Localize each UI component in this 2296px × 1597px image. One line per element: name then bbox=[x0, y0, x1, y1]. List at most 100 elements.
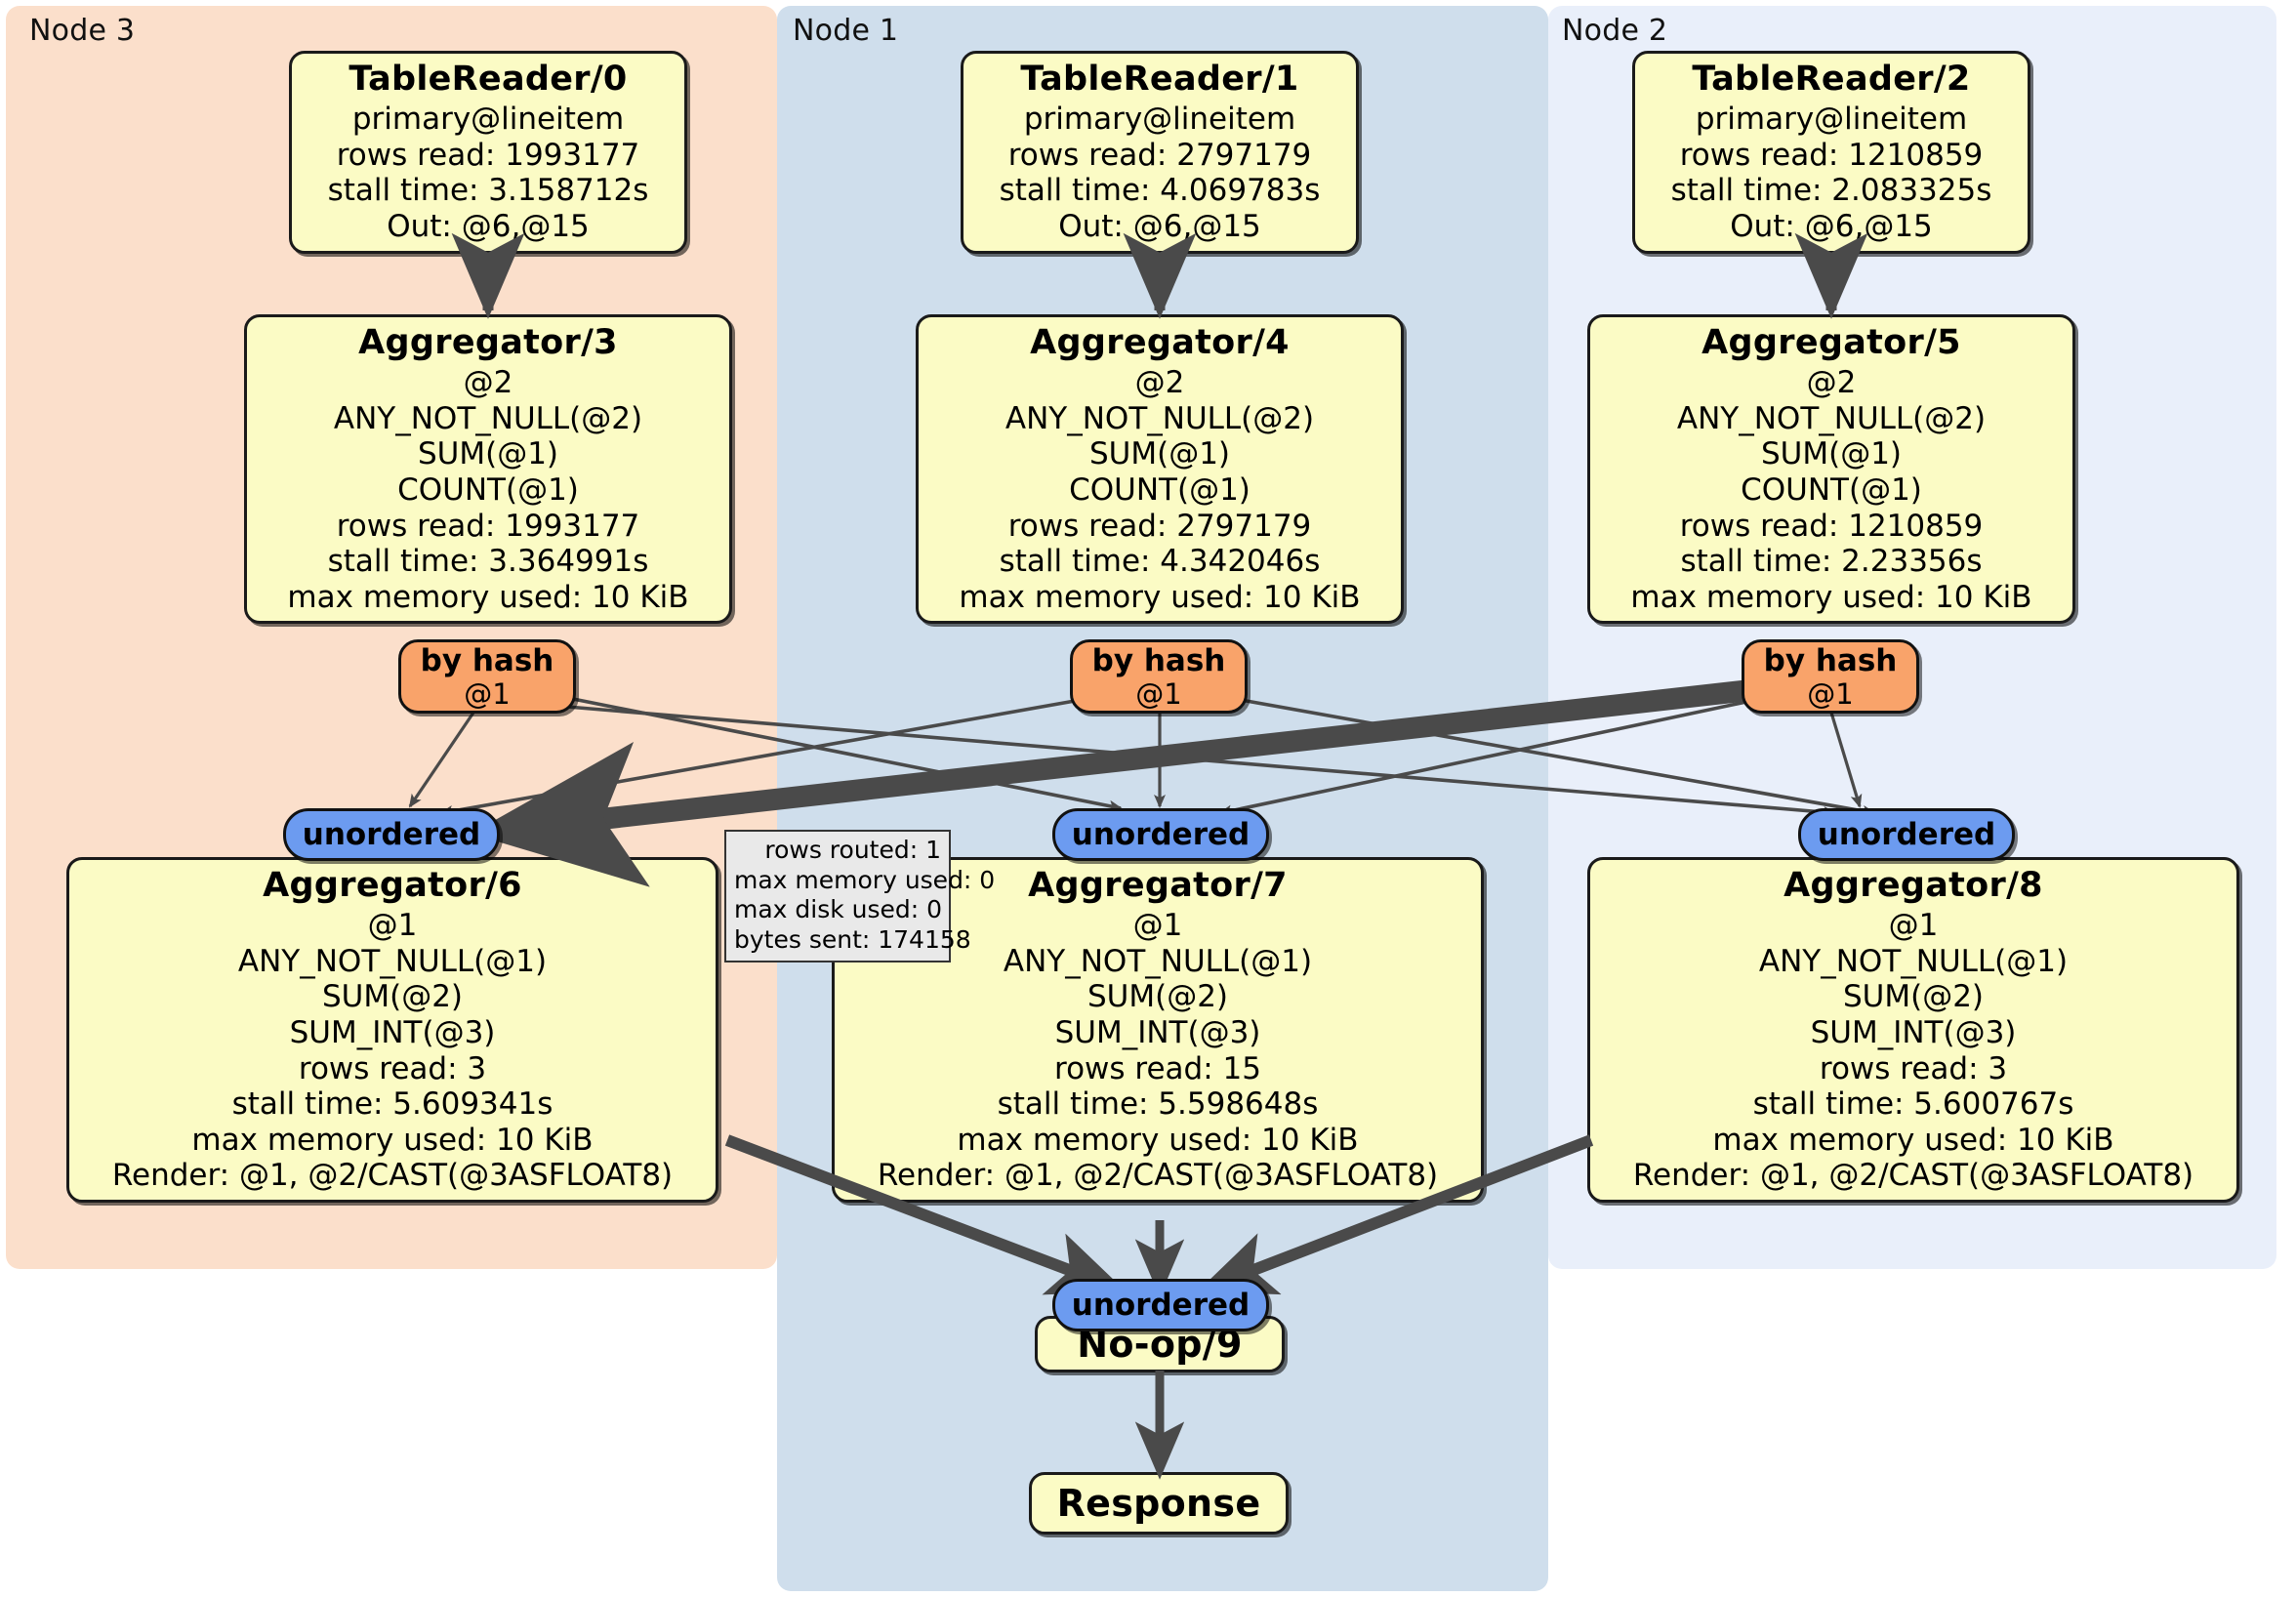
router-type: by hash bbox=[1091, 643, 1226, 678]
node-detail: max memory used: 10 KiB bbox=[191, 1122, 594, 1158]
node-tablereader-0[interactable]: TableReader/0 primary@lineitem rows read… bbox=[289, 51, 687, 254]
node-detail: rows read: 2797179 bbox=[1007, 508, 1312, 544]
node-title: Aggregator/4 bbox=[1030, 323, 1290, 362]
node-detail: Out: @6,@15 bbox=[1730, 209, 1933, 245]
node-title: TableReader/1 bbox=[1020, 60, 1299, 99]
node-detail: stall time: 4.069783s bbox=[999, 173, 1321, 209]
router-by-hash-2[interactable]: by hash @1 bbox=[1742, 639, 1919, 714]
node-detail: @1 bbox=[1132, 908, 1183, 944]
node-detail: COUNT(@1) bbox=[1069, 472, 1250, 509]
node-response[interactable]: Response bbox=[1029, 1472, 1289, 1535]
node-detail: COUNT(@1) bbox=[1741, 472, 1922, 509]
cluster-label-node-3: Node 3 bbox=[29, 14, 136, 48]
cluster-label-node-2: Node 2 bbox=[1562, 14, 1668, 48]
router-by-hash-1[interactable]: by hash @1 bbox=[1070, 639, 1248, 714]
node-detail: @1 bbox=[1888, 908, 1939, 944]
node-detail: COUNT(@1) bbox=[397, 472, 579, 509]
node-detail: primary@lineitem bbox=[1023, 102, 1296, 138]
router-stream: @1 bbox=[1135, 676, 1182, 711]
node-detail: SUM_INT(@3) bbox=[1810, 1015, 2017, 1051]
node-detail: SUM(@1) bbox=[1760, 436, 1903, 472]
node-detail: SUM(@2) bbox=[321, 979, 464, 1015]
node-detail: ANY_NOT_NULL(@1) bbox=[237, 943, 548, 979]
node-detail: ANY_NOT_NULL(@1) bbox=[1003, 943, 1313, 979]
node-title: Aggregator/7 bbox=[1028, 866, 1288, 905]
synchronizer-label: unordered bbox=[302, 817, 481, 852]
node-title: Aggregator/5 bbox=[1702, 323, 1961, 362]
node-detail: Render: @1, @2/CAST(@3ASFLOAT8) bbox=[877, 1158, 1439, 1194]
node-detail: rows read: 3 bbox=[298, 1050, 487, 1086]
synchronizer-unordered-node-2[interactable]: unordered bbox=[1798, 808, 2015, 861]
node-detail: Render: @1, @2/CAST(@3ASFLOAT8) bbox=[1632, 1158, 2194, 1194]
node-detail: stall time: 2.083325s bbox=[1670, 173, 1992, 209]
node-detail: SUM(@1) bbox=[417, 436, 559, 472]
node-detail: primary@lineitem bbox=[1695, 102, 1968, 138]
node-detail: SUM(@2) bbox=[1086, 979, 1229, 1015]
node-tablereader-2[interactable]: TableReader/2 primary@lineitem rows read… bbox=[1632, 51, 2030, 254]
node-detail: max memory used: 10 KiB bbox=[1712, 1122, 2114, 1158]
node-title: Aggregator/6 bbox=[263, 866, 522, 905]
node-detail: ANY_NOT_NULL(@1) bbox=[1758, 943, 2069, 979]
node-title: Aggregator/3 bbox=[358, 323, 618, 362]
node-detail: SUM(@1) bbox=[1088, 436, 1231, 472]
node-detail: rows read: 1993177 bbox=[336, 137, 640, 173]
node-detail: max memory used: 10 KiB bbox=[957, 1122, 1359, 1158]
node-detail: Render: @1, @2/CAST(@3ASFLOAT8) bbox=[111, 1158, 674, 1194]
stream-stats-box: rows routed: 1 max memory used: 0 max di… bbox=[724, 830, 996, 962]
node-detail: SUM(@2) bbox=[1842, 979, 1985, 1015]
synchronizer-label: unordered bbox=[1071, 1288, 1250, 1323]
node-aggregator-5[interactable]: Aggregator/5 @2 ANY_NOT_NULL(@2) SUM(@1)… bbox=[1587, 314, 2075, 625]
node-detail: stall time: 5.600767s bbox=[1752, 1086, 2074, 1123]
node-detail: stall time: 2.23356s bbox=[1680, 544, 1983, 580]
node-detail: @2 bbox=[463, 365, 513, 401]
cluster-label-node-1: Node 1 bbox=[793, 14, 899, 48]
node-tablereader-1[interactable]: TableReader/1 primary@lineitem rows read… bbox=[961, 51, 1359, 254]
node-detail: ANY_NOT_NULL(@2) bbox=[333, 400, 643, 436]
router-by-hash-0[interactable]: by hash @1 bbox=[398, 639, 576, 714]
node-detail: max memory used: 10 KiB bbox=[1630, 579, 2032, 615]
router-type: by hash bbox=[420, 643, 554, 678]
node-detail: rows read: 3 bbox=[1819, 1050, 2008, 1086]
node-detail: max memory used: 10 KiB bbox=[287, 579, 689, 615]
node-title: TableReader/2 bbox=[1692, 60, 1971, 99]
node-detail: Out: @6,@15 bbox=[1058, 209, 1261, 245]
node-aggregator-4[interactable]: Aggregator/4 @2 ANY_NOT_NULL(@2) SUM(@1)… bbox=[916, 314, 1404, 625]
stat-max-memory-used: max memory used: 0 bbox=[734, 865, 996, 894]
node-detail: stall time: 4.342046s bbox=[999, 544, 1321, 580]
node-aggregator-6[interactable]: Aggregator/6 @1 ANY_NOT_NULL(@1) SUM(@2)… bbox=[66, 857, 718, 1203]
synchronizer-label: unordered bbox=[1071, 817, 1250, 852]
node-detail: stall time: 5.609341s bbox=[231, 1086, 554, 1123]
node-detail: rows read: 2797179 bbox=[1007, 137, 1312, 173]
node-detail: rows read: 1993177 bbox=[336, 508, 640, 544]
node-detail: @1 bbox=[367, 908, 418, 944]
node-detail: @2 bbox=[1806, 365, 1857, 401]
router-stream: @1 bbox=[1807, 676, 1854, 711]
node-detail: primary@lineitem bbox=[351, 102, 625, 138]
synchronizer-label: unordered bbox=[1817, 817, 1996, 852]
node-aggregator-3[interactable]: Aggregator/3 @2 ANY_NOT_NULL(@2) SUM(@1)… bbox=[244, 314, 732, 625]
node-detail: stall time: 5.598648s bbox=[997, 1086, 1319, 1123]
stat-max-disk-used: max disk used: 0 bbox=[734, 895, 943, 923]
node-detail: SUM_INT(@3) bbox=[289, 1015, 496, 1051]
synchronizer-unordered-node-1[interactable]: unordered bbox=[1052, 808, 1269, 861]
stat-rows-routed: rows routed: 1 bbox=[764, 836, 941, 864]
router-type: by hash bbox=[1763, 643, 1898, 678]
node-title: Response bbox=[1056, 1481, 1261, 1525]
node-detail: SUM_INT(@3) bbox=[1054, 1015, 1261, 1051]
node-detail: max memory used: 10 KiB bbox=[959, 579, 1361, 615]
node-detail: stall time: 3.158712s bbox=[327, 173, 649, 209]
node-detail: ANY_NOT_NULL(@2) bbox=[1004, 400, 1315, 436]
node-detail: rows read: 1210859 bbox=[1679, 508, 1984, 544]
node-title: Aggregator/8 bbox=[1784, 866, 2043, 905]
node-detail: stall time: 3.364991s bbox=[327, 544, 649, 580]
stat-bytes-sent: bytes sent: 174158 bbox=[734, 924, 971, 954]
node-detail: rows read: 15 bbox=[1054, 1050, 1261, 1086]
node-detail: @2 bbox=[1134, 365, 1185, 401]
synchronizer-unordered-node-3[interactable]: unordered bbox=[283, 808, 500, 861]
node-aggregator-8[interactable]: Aggregator/8 @1 ANY_NOT_NULL(@1) SUM(@2)… bbox=[1587, 857, 2239, 1203]
node-title: TableReader/0 bbox=[348, 60, 628, 99]
node-detail: rows read: 1210859 bbox=[1679, 137, 1984, 173]
synchronizer-unordered-final[interactable]: unordered bbox=[1052, 1279, 1269, 1331]
node-detail: ANY_NOT_NULL(@2) bbox=[1676, 400, 1987, 436]
